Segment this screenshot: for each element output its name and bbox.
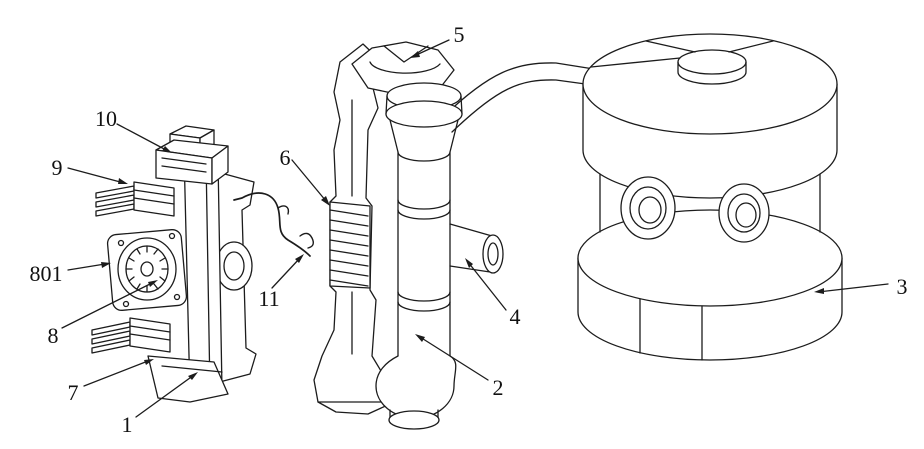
- arrowhead-7: [144, 359, 154, 365]
- part-label-2: 2: [493, 375, 504, 400]
- leader-line-7: [83, 360, 149, 387]
- side-port-part: [449, 223, 504, 274]
- arrowhead-9: [118, 178, 128, 184]
- connector-assembly-part: [91, 125, 257, 403]
- arrowhead-1: [188, 372, 198, 380]
- leader-line-4: [467, 261, 507, 311]
- leader-line-2: [419, 336, 489, 381]
- part-label-9: 9: [52, 155, 63, 180]
- leader-line-1: [135, 374, 195, 418]
- arrowheads: [101, 51, 824, 380]
- leader-line-6: [291, 159, 327, 202]
- part-label-7: 7: [68, 380, 79, 405]
- part-label-801: 801: [30, 261, 63, 286]
- leader-line-3: [817, 283, 889, 293]
- arrowhead-8: [148, 280, 158, 287]
- leader-line-11: [271, 257, 301, 289]
- leader-line-10: [116, 123, 169, 152]
- tube-part: [375, 82, 463, 430]
- arrowhead-801: [101, 262, 111, 268]
- part-label-11: 11: [258, 286, 279, 311]
- arrowhead-6: [321, 196, 330, 206]
- part-label-1: 1: [122, 412, 133, 437]
- arrowhead-3: [814, 288, 824, 294]
- drum-part: [577, 33, 843, 361]
- part-label-5: 5: [454, 22, 465, 47]
- leader-lines: [61, 39, 889, 418]
- arrowhead-2: [415, 334, 425, 342]
- arrowhead-11: [295, 254, 304, 263]
- leader-line-5: [413, 39, 450, 57]
- lead-wire-part: [233, 192, 315, 257]
- arrowhead-10: [162, 146, 172, 153]
- connecting-pipe-part: [443, 62, 601, 133]
- part-label-3: 3: [897, 274, 908, 299]
- arrowhead-5: [410, 51, 420, 58]
- frame-bracket-part: [313, 43, 391, 415]
- leader-line-9: [67, 167, 125, 184]
- leader-line-801: [67, 263, 106, 271]
- part-label-4: 4: [510, 304, 521, 329]
- leader-line-8: [61, 282, 153, 329]
- arrowhead-4: [465, 258, 473, 268]
- part-label-10: 10: [95, 106, 117, 131]
- part-label-8: 8: [48, 323, 59, 348]
- part-label-6: 6: [280, 145, 291, 170]
- callout-labels: 5 10 9 801 8 7 1 11 6 2 4 3: [30, 22, 908, 437]
